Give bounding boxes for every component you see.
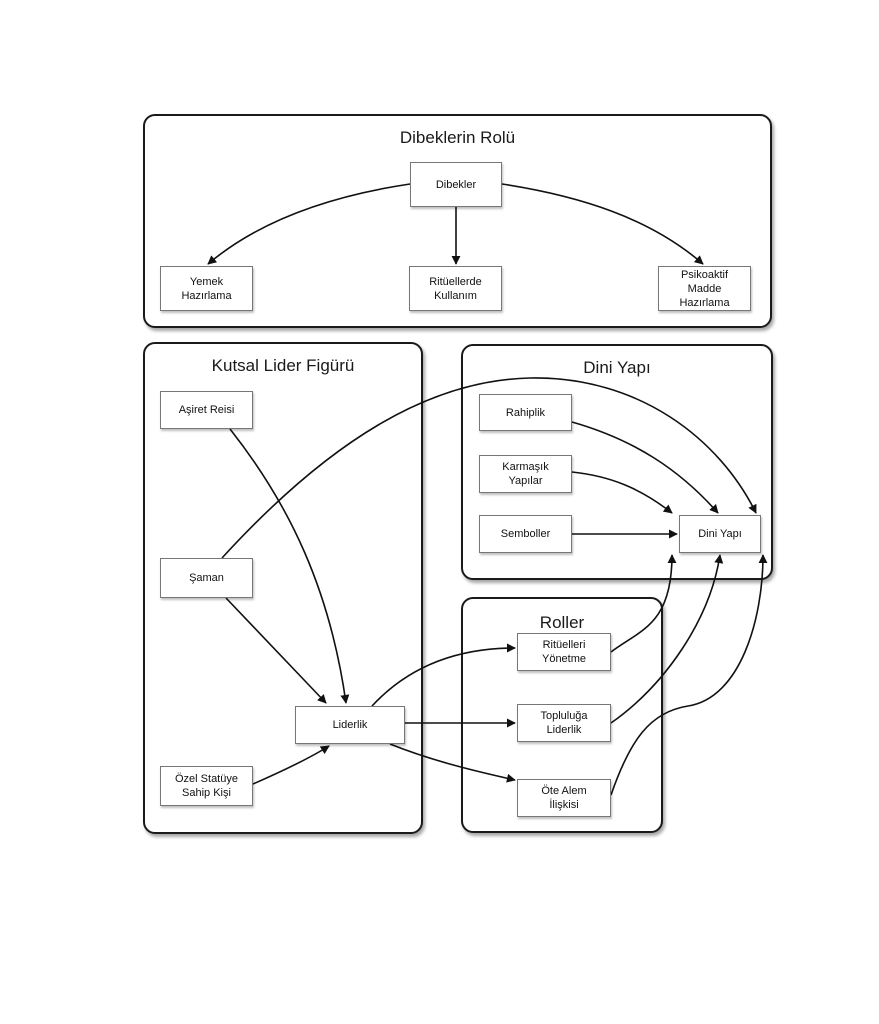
node-dini-yapi: Dini Yapı (679, 515, 761, 553)
node-asiret-reisi: Aşiret Reisi (160, 391, 253, 429)
group-title-dini-yapi: Dini Yapı (583, 358, 651, 377)
group-title-dibeklerin-rolu: Dibeklerin Rolü (399, 128, 516, 147)
node-semboller: Semboller (479, 515, 572, 553)
group-title-roller: Roller (539, 613, 585, 632)
node-ozel-statuye-sahip-kisi: Özel Statüye Sahip Kişi (160, 766, 253, 806)
node-ritueller-yonetme: Ritüelleri Yönetme (517, 633, 611, 671)
node-liderlik: Liderlik (295, 706, 405, 744)
node-rahiplik: Rahiplik (479, 394, 572, 431)
node-dibekler: Dibekler (410, 162, 502, 207)
node-yemek-hazirlama: Yemek Hazırlama (160, 266, 253, 311)
node-psikoaktif-madde-hazirlama: Psikoaktif Madde Hazırlama (658, 266, 751, 311)
node-karmasik-yapilar: Karmaşık Yapılar (479, 455, 572, 493)
node-saman: Şaman (160, 558, 253, 598)
node-ote-alem-iliskisi: Öte Alem İlişkisi (517, 779, 611, 817)
node-rituellerde-kullanim: Ritüellerde Kullanım (409, 266, 502, 311)
node-topluluga-liderlik: Topluluğa Liderlik (517, 704, 611, 742)
group-title-kutsal-lider-figuru: Kutsal Lider Figürü (211, 356, 355, 375)
